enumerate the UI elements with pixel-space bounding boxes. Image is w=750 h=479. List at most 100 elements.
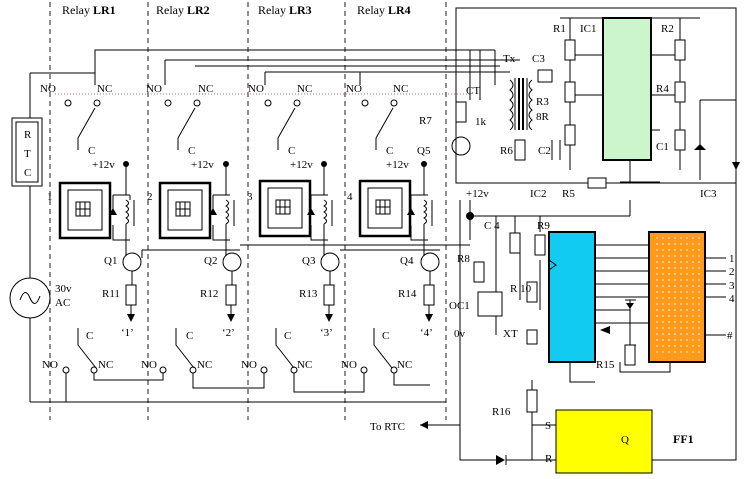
ic3-dots: [656, 237, 700, 353]
keypad-2: 2: [729, 266, 735, 278]
r4-label: R4: [656, 83, 669, 95]
out-3: ‘3’: [320, 327, 333, 339]
bot-c-3: C: [284, 330, 291, 342]
supply-3: +12v: [290, 159, 313, 171]
xt-crystal: [526, 329, 538, 345]
ac-volt: 30v: [55, 283, 72, 295]
bot-c-4: C: [382, 330, 389, 342]
q2-label: Q2: [204, 255, 217, 267]
bottom-contacts: [30, 328, 446, 403]
r10-resistor: [526, 281, 538, 303]
q4-label: Q4: [400, 255, 414, 267]
out-2: ‘2’: [222, 327, 235, 339]
tx-label: Tx: [503, 53, 516, 65]
ff1-label: FF1: [673, 432, 694, 446]
top-c-1: C: [88, 145, 95, 157]
rtc-r: R: [24, 129, 32, 141]
relay-num-3: 3: [247, 191, 253, 203]
to-rtc-arrow: [420, 421, 428, 429]
rtc-t: T: [24, 148, 31, 160]
r6-resistor: [514, 139, 526, 161]
oc1-label: OC1: [449, 300, 470, 312]
relay-header-1: Relay LR1: [62, 3, 116, 17]
q5-transistor: [451, 136, 471, 156]
r6-label: R6: [500, 145, 513, 157]
top-bus: [30, 49, 520, 85]
bot-nc-2: NC: [197, 359, 212, 371]
rtc-box: [11, 117, 43, 187]
ic1-chip: [602, 17, 652, 161]
out-1: ‘1’: [121, 327, 134, 339]
r15-label: R15: [596, 359, 615, 371]
ic2-chip: [548, 231, 596, 363]
ic2-clock-icon: [548, 259, 557, 271]
supply-dots: [123, 161, 427, 167]
bot-no-3: NO: [241, 359, 257, 371]
bot-no-2: NO: [141, 359, 157, 371]
top-c-3: C: [288, 145, 295, 157]
oc1-optocoupler: [477, 291, 503, 317]
top-no-2: NO: [146, 83, 162, 95]
q3-label: Q3: [302, 255, 316, 267]
ct-label: CT: [466, 85, 480, 97]
q1-label: Q1: [104, 255, 117, 267]
r15-resistor: [624, 344, 636, 366]
r8-resistor: [473, 261, 485, 283]
bot-c-1: C: [86, 330, 93, 342]
relay-header-3: Relay LR3: [258, 3, 312, 17]
r1-label: R1: [553, 23, 566, 35]
xt-label: XT: [503, 328, 518, 340]
r11-label: R11: [102, 288, 120, 300]
transformer-icon: [509, 78, 533, 131]
c4-cap: [509, 232, 521, 254]
r7-label: R7: [419, 115, 432, 127]
r14-label: R14: [398, 288, 417, 300]
top-nc-1: NC: [97, 83, 112, 95]
keypad-1: 1: [729, 253, 735, 265]
c2-label: C2: [538, 145, 551, 157]
r2-label: R2: [661, 23, 674, 35]
ic1-label: IC1: [580, 23, 597, 35]
ic1-resistors: [560, 17, 736, 183]
transistors: [122, 240, 470, 285]
c4-label: C 4: [484, 220, 500, 232]
bot-no-4: NO: [341, 359, 357, 371]
ff1-wires: [420, 200, 556, 461]
supply-4: +12v: [386, 159, 409, 171]
r8ohm-label: 8R: [536, 111, 550, 123]
relay-coils: [109, 164, 433, 241]
ff1-chip: [555, 409, 653, 474]
keypad-3: 3: [729, 280, 735, 292]
plus12-label: +12v: [466, 188, 489, 200]
to-rtc-label: To RTC: [370, 421, 405, 433]
ac-label: AC: [55, 297, 70, 309]
relay-num-4: 4: [347, 191, 353, 203]
r9-resistor: [534, 234, 546, 256]
top-contacts: [64, 99, 398, 150]
keypad-4: 4: [729, 293, 735, 305]
c1-label: C1: [656, 141, 669, 153]
bot-nc-1: NC: [98, 359, 113, 371]
ic3-label: IC3: [700, 188, 717, 200]
relay-header-4: Relay LR4: [357, 3, 411, 17]
r8-label: R8: [457, 253, 470, 265]
relay-num-1: 1: [47, 191, 53, 203]
top-no-4: NO: [346, 83, 362, 95]
c2-cap: [551, 140, 561, 160]
top-nc-2: NC: [198, 83, 213, 95]
c3-cap: [537, 69, 553, 83]
top-no-1: NO: [40, 83, 56, 95]
bot-no-1: NO: [42, 359, 58, 371]
top-c-2: C: [188, 145, 195, 157]
q5-label: Q5: [417, 145, 431, 157]
r16-resistor: [526, 389, 538, 413]
supply-1: +12v: [92, 159, 115, 171]
base-resistors: [125, 284, 435, 322]
supply-2: +12v: [191, 159, 214, 171]
relay-header-2: Relay LR2: [156, 3, 210, 17]
top-nc-4: NC: [393, 83, 408, 95]
c3-label: C3: [532, 53, 545, 65]
sine-icon: [19, 292, 41, 304]
relay-num-2: 2: [147, 191, 153, 203]
